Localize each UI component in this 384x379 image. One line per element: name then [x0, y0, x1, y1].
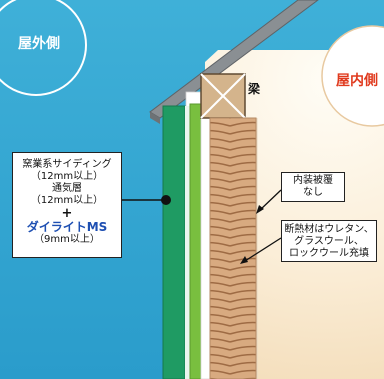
finish-text: 内装被覆 [293, 175, 333, 186]
ventilation-thickness-text: （12mm以上） [30, 195, 104, 206]
siding-thickness-text: （12mm以上） [30, 171, 104, 182]
finish-arrow [259, 189, 282, 211]
structural-board [189, 103, 202, 379]
siding-text: 窯業系サイディング [22, 159, 112, 170]
outdoor-circle [0, 0, 87, 96]
insulation-text-2: グラスウール、 [294, 236, 364, 247]
product-name: ダイライトMS [26, 220, 108, 234]
product-thickness-text: （9mm以上） [34, 234, 100, 245]
ventilation-gap [185, 106, 190, 379]
finish-none-text: なし [303, 187, 323, 198]
beam-label: 梁 [248, 82, 261, 96]
outdoor-side-label: 屋外側 [18, 36, 60, 52]
insulation-arrow [244, 237, 282, 262]
insulation-text-1: 断熱材はウレタン、 [284, 224, 374, 235]
exterior-layers-callout: 窯業系サイディング （12mm以上） 通気層 （12mm以上） + ダイライトM… [12, 152, 122, 258]
insulation-arrow-head [240, 256, 248, 264]
insulation-text-3: ロックウール充填 [289, 248, 369, 259]
roof-eave [149, 0, 319, 119]
siding-panel [162, 105, 186, 379]
stud [200, 117, 211, 379]
insulation-layer [209, 117, 257, 379]
beam-cross-2 [200, 73, 246, 119]
indoor-circle [321, 25, 384, 127]
roof-edge [150, 112, 160, 124]
exterior-leader-dot [161, 195, 171, 205]
plus-sign: + [61, 206, 73, 221]
finish-arrow-head [256, 205, 264, 214]
insulation-callout: 断熱材はウレタン、 グラスウール、 ロックウール充填 [281, 220, 377, 262]
interior-finish-callout: 内装被覆 なし [281, 172, 345, 202]
ventilation-text: 通気層 [52, 183, 82, 194]
indoor-side-label: 屋内側 [336, 73, 378, 89]
